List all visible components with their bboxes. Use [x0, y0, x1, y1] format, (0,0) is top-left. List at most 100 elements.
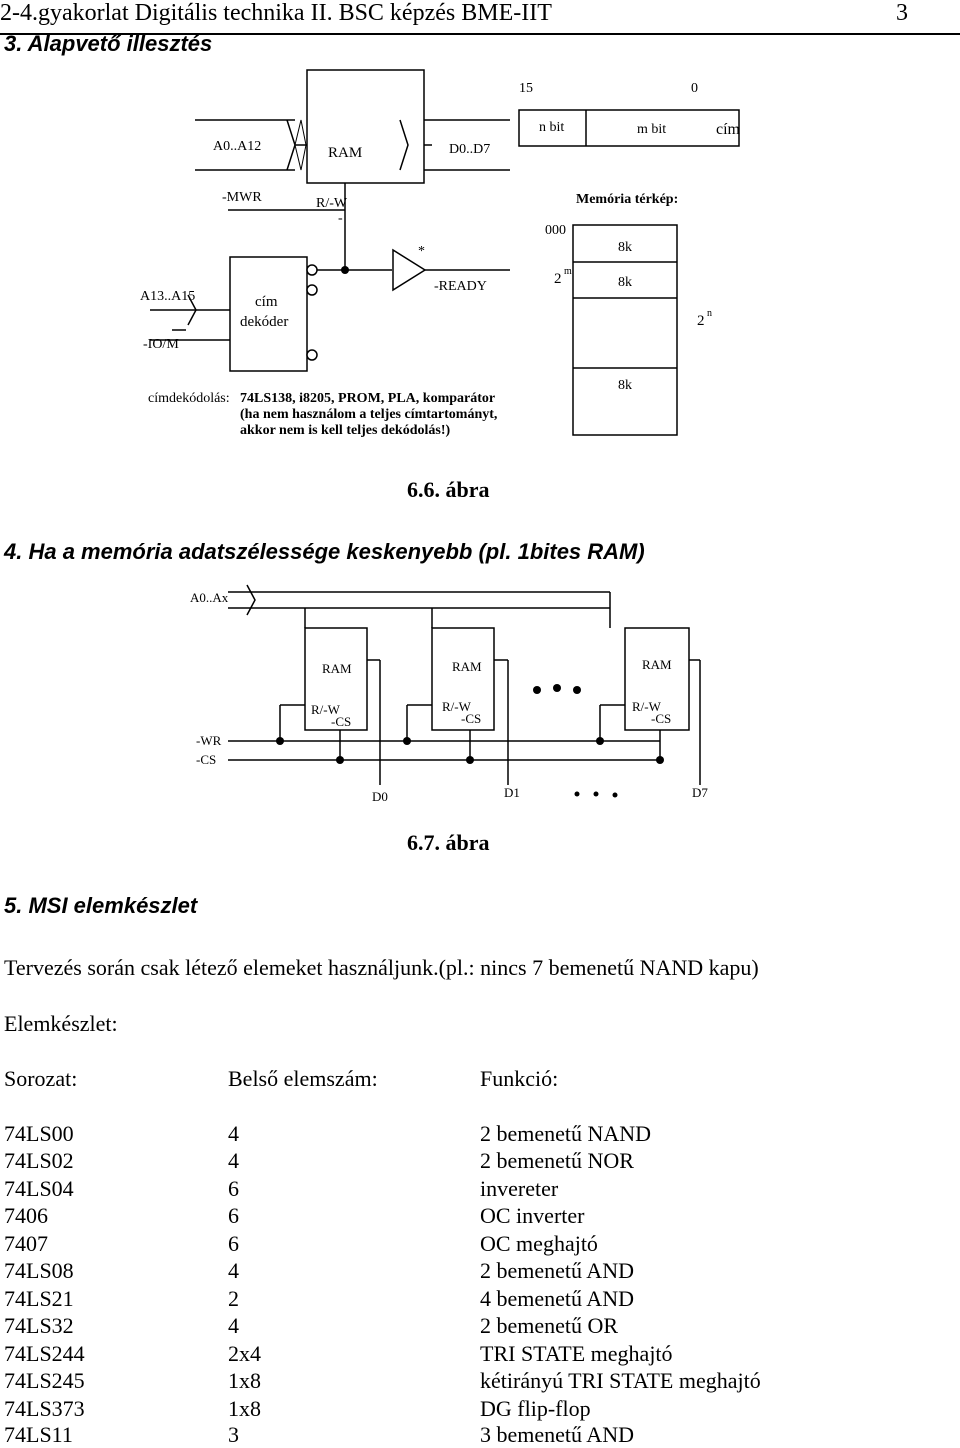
two-n-base: 2	[697, 313, 705, 329]
table-header-count: Belső elemszám:	[228, 1066, 378, 1091]
label-d1: D1	[504, 785, 520, 800]
ram-label-2: RAM	[452, 659, 482, 674]
table-cell: 6	[228, 1203, 239, 1228]
figure-6-7-caption: 6.7. ábra	[407, 830, 490, 855]
table-header-function: Funkció:	[480, 1066, 559, 1091]
cs-label-2: -CS	[461, 711, 481, 726]
mem-8k-a: 8k	[618, 240, 632, 255]
decoder-line1: cím	[255, 294, 278, 310]
table-cell: 2	[228, 1286, 239, 1311]
ram-chip-3	[624, 627, 690, 731]
table-cell: 74LS245	[4, 1368, 85, 1393]
table-cell: 2 bemenetű OR	[480, 1313, 619, 1338]
table-cell: 2 bemenetű AND	[480, 1258, 634, 1283]
table-cell: 4	[228, 1121, 239, 1146]
bit0-label: 0	[691, 81, 698, 96]
header-title: 2-4.gyakorlat Digitális technika II. BSC…	[0, 0, 552, 26]
label-d0-d7: D0..D7	[449, 142, 490, 157]
decoder-line2: dekóder	[240, 314, 288, 330]
decoding-line2: (ha nem használom a teljes címtartományt…	[240, 407, 497, 422]
cim-label: cím	[716, 121, 741, 138]
rw-label-3: R/-W	[632, 699, 662, 714]
header-rule	[0, 33, 960, 35]
two-m-base: 2	[554, 271, 562, 287]
ram-chip-2	[431, 627, 495, 731]
table-cell: 3 bemenetű AND	[480, 1422, 634, 1447]
label-d0: D0	[372, 789, 388, 804]
label-rw: R/-W	[316, 196, 348, 211]
decoder-box	[229, 256, 308, 372]
table-cell: OC inverter	[480, 1203, 585, 1228]
cs-label-3: -CS	[651, 711, 671, 726]
ram-label-1: RAM	[322, 661, 352, 676]
table-cell: 74LS21	[4, 1286, 74, 1311]
label-io-m: -IO/M	[143, 337, 179, 352]
ellipsis-dot	[612, 792, 618, 798]
memory-map-box	[572, 224, 678, 436]
table-cell: invereter	[480, 1176, 559, 1201]
n-bit-label: n bit	[539, 120, 564, 135]
table-cell: 74LS00	[4, 1121, 74, 1146]
ram-chip-1	[304, 627, 368, 731]
decoding-line3: akkor nem is kell teljes dekódolás!)	[240, 423, 450, 438]
table-cell: DG flip-flop	[480, 1396, 591, 1421]
label-rw-dash: -	[338, 211, 343, 226]
table-cell: 6	[228, 1231, 239, 1256]
two-n-exp: n	[707, 308, 712, 319]
label-ready: -READY	[434, 279, 487, 294]
table-cell: 74LS02	[4, 1148, 74, 1173]
label-cs: -CS	[196, 752, 216, 767]
figure-6-6-caption: 6.6. ábra	[407, 477, 490, 502]
label-a0-ax: A0..Ax	[190, 590, 229, 605]
label-ram: RAM	[328, 145, 362, 161]
memmap-title: Memória térkép:	[576, 192, 678, 207]
table-cell: TRI STATE meghajtó	[480, 1341, 673, 1366]
intro-text: Tervezés során csak létező elemeket hasz…	[4, 955, 759, 980]
table-cell: 2x4	[228, 1341, 261, 1366]
mem-8k-b: 8k	[618, 275, 632, 290]
table-header-series: Sorozat:	[4, 1066, 78, 1091]
elemkeszlet-label: Elemkészlet:	[4, 1011, 118, 1036]
rw-label-2: R/-W	[442, 699, 472, 714]
label-a13-a15: A13..A15	[140, 289, 195, 304]
label-mwr: -MWR	[222, 190, 262, 205]
table-cell: 6	[228, 1176, 239, 1201]
table-cell: 3	[228, 1422, 239, 1447]
table-cell: OC meghajtó	[480, 1231, 598, 1256]
ellipsis-dot	[593, 791, 599, 797]
mem-8k-c: 8k	[618, 378, 632, 393]
ellipsis-dot	[573, 686, 581, 694]
label-a0-a12: A0..A12	[213, 139, 261, 154]
table-cell: 4	[228, 1313, 239, 1338]
table-cell: 74LS08	[4, 1258, 74, 1283]
page-number: 3	[896, 0, 908, 26]
label-wr: -WR	[196, 733, 222, 748]
table-cell: 1x8	[228, 1396, 261, 1421]
table-cell: 4	[228, 1148, 239, 1173]
table-cell: 4 bemenetű AND	[480, 1286, 634, 1311]
ellipsis-dot	[574, 791, 580, 797]
table-cell: 74LS373	[4, 1396, 85, 1421]
ellipsis-dot	[553, 684, 561, 692]
figure-6-6-diagram: A0..A12 RAM D0..D7 -MWR R/-W - * -READY …	[140, 69, 741, 438]
table-cell: kétirányú TRI STATE meghajtó	[480, 1368, 761, 1393]
m-bit-label: m bit	[637, 122, 666, 137]
section-3-heading: 3. Alapvető illesztés	[4, 31, 213, 56]
bit15-label: 15	[519, 81, 533, 96]
table-cell: 7406	[4, 1203, 48, 1228]
section-4-heading: 4. Ha a memória adatszélessége keskenyeb…	[4, 539, 645, 564]
table-cell: 4	[228, 1258, 239, 1283]
table-cell: 74LS04	[4, 1176, 74, 1201]
label-d7: D7	[692, 785, 708, 800]
two-m-exp: m	[564, 266, 572, 277]
decoding-line1: 74LS138, i8205, PROM, PLA, komparátor	[240, 391, 495, 406]
figure-6-7-diagram: A0..Ax RAM RAM RAM R/-W -CS R/-W -CS R/-…	[190, 584, 708, 804]
ellipsis-dot	[533, 686, 541, 694]
table-cell: 74LS32	[4, 1313, 74, 1338]
label-star: *	[418, 244, 425, 259]
table-cell: 2 bemenetű NOR	[480, 1148, 634, 1173]
addr-000: 000	[545, 223, 566, 238]
ram-box	[306, 69, 425, 184]
table-cell: 2 bemenetű NAND	[480, 1121, 652, 1146]
decoding-label: címdekódolás:	[148, 391, 230, 406]
